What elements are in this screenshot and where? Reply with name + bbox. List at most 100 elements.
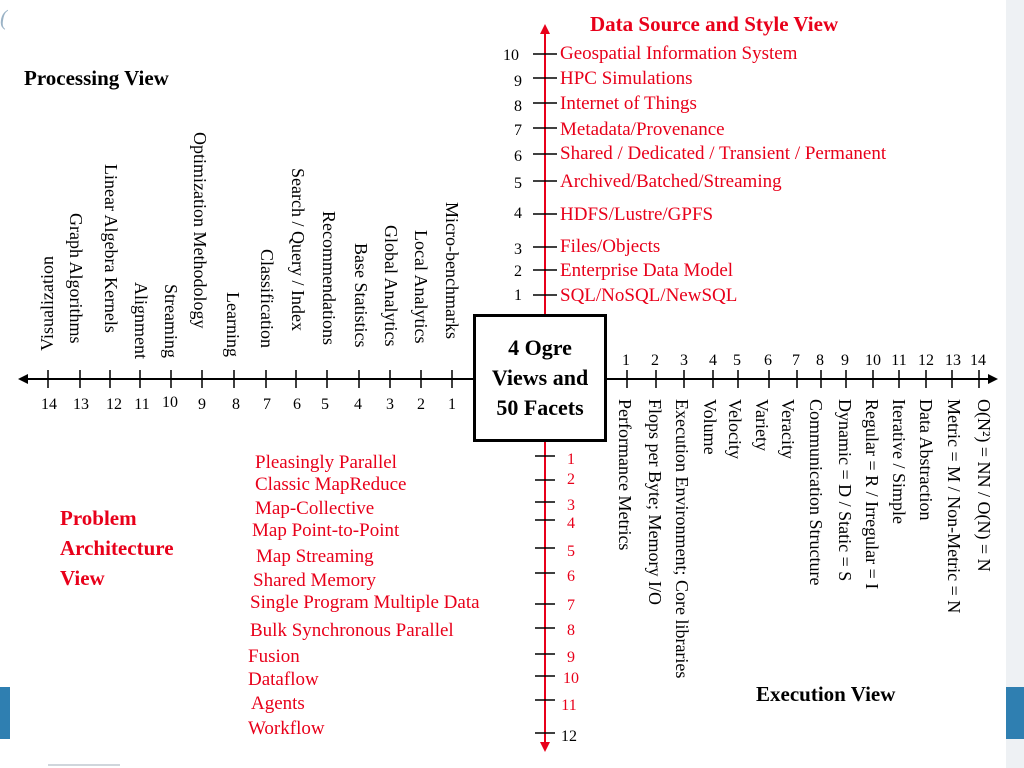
processing-item-label: Search / Query / Index: [288, 168, 308, 331]
problem-architecture-item: Classic MapReduce: [255, 474, 407, 495]
problem-architecture-heading-line1: Problem: [60, 506, 137, 530]
center-box-line3: 50 Facets: [496, 395, 584, 420]
processing-item-label: Classification: [257, 249, 277, 348]
execution-item-label: O(N²) = NN / O(N) = N: [974, 399, 994, 572]
data-source-num: 8: [514, 98, 522, 115]
data-source-item: Geospatial Information System: [560, 43, 798, 64]
problem-architecture-num: 10: [563, 670, 579, 687]
data-source-item: Internet of Things: [560, 93, 697, 114]
processing-view-heading: Processing View: [24, 66, 169, 90]
processing-num: 13: [73, 396, 89, 413]
processing-item-label: Visualization: [37, 256, 57, 351]
execution-num: 2: [651, 352, 659, 369]
execution-item-label: Volume: [700, 399, 720, 455]
problem-architecture-num: 4: [567, 515, 575, 532]
problem-architecture-num: 3: [567, 497, 575, 514]
problem-architecture-num: 2: [567, 471, 575, 488]
problem-architecture-item: Single Program Multiple Data: [250, 592, 480, 613]
data-source-item: HDFS/Lustre/GPFS: [560, 204, 714, 225]
execution-num: 13: [945, 352, 961, 369]
problem-architecture-item: Map Point-to-Point: [252, 520, 400, 541]
processing-item-label: Alignment: [131, 282, 151, 359]
data-source-item: Archived/Batched/Streaming: [560, 171, 782, 192]
problem-architecture-item: Map Streaming: [256, 546, 374, 567]
data-source-num: 1: [514, 287, 522, 304]
slide-footer-bar-right: [1006, 687, 1024, 739]
data-source-item: Shared / Dedicated / Transient / Permane…: [560, 143, 887, 164]
processing-num: 10: [162, 394, 178, 411]
execution-item-label: Execution Environment; Core libraries: [672, 399, 692, 679]
problem-architecture-item: Bulk Synchronous Parallel: [250, 620, 454, 641]
data-source-item: Metadata/Provenance: [560, 119, 725, 140]
data-source-num: 3: [514, 241, 522, 258]
processing-num: 14: [41, 396, 57, 413]
problem-architecture-heading-line3: View: [60, 566, 105, 590]
execution-item-label: Velocity: [725, 399, 745, 459]
processing-num: 2: [417, 396, 425, 413]
execution-num: 5: [733, 352, 741, 369]
execution-item-label: Performance Metrics: [615, 399, 635, 551]
problem-architecture-num: 8: [567, 622, 575, 639]
center-box: 4 Ogre Views and 50 Facets: [473, 314, 607, 442]
data-source-item: Enterprise Data Model: [560, 260, 734, 281]
execution-num: 9: [841, 352, 849, 369]
slide-bottom-rule: [48, 764, 120, 766]
problem-architecture-item: Map-Collective: [255, 498, 375, 519]
processing-item-label: Local Analytics: [411, 230, 431, 344]
center-box-line1: 4 Ogre: [508, 335, 572, 360]
execution-num: 8: [816, 352, 824, 369]
processing-num: 5: [321, 396, 329, 413]
problem-architecture-item: Workflow: [248, 718, 325, 739]
execution-num: 1: [622, 352, 630, 369]
processing-num: 6: [293, 396, 301, 413]
execution-item-label: Communication Structure: [806, 399, 826, 586]
processing-num: 8: [232, 396, 240, 413]
execution-item-label: Dynamic = D / Static = S: [835, 399, 855, 582]
processing-num: 3: [386, 396, 394, 413]
processing-item-label: Learning: [223, 292, 243, 357]
problem-architecture-item: Shared Memory: [253, 570, 376, 591]
problem-architecture-num: 6: [567, 568, 575, 585]
problem-architecture-item: Dataflow: [248, 669, 319, 690]
problem-architecture-num: 11: [561, 697, 577, 714]
data-source-num: 2: [514, 263, 522, 280]
execution-num: 14: [970, 352, 986, 369]
data-source-view-heading: Data Source and Style View: [590, 12, 839, 36]
execution-item-label: Data Abstraction: [916, 399, 936, 521]
problem-architecture-num: 7: [567, 597, 575, 614]
data-source-num: 4: [514, 205, 522, 222]
problem-architecture-num: 12: [561, 728, 577, 745]
data-source-item: Files/Objects: [560, 236, 661, 257]
data-source-item: HPC Simulations: [560, 68, 693, 89]
data-source-num: 5: [514, 175, 522, 192]
execution-view-heading: Execution View: [756, 682, 896, 706]
processing-item-label: Streaming: [161, 284, 181, 358]
slide-corner-glyph: (: [0, 6, 8, 30]
center-box-line2: Views and: [491, 365, 589, 390]
execution-item-label: Iterative / Simple: [889, 399, 909, 524]
execution-item-label: Veracity: [778, 399, 798, 459]
processing-item-label: Graph Algorithms: [66, 213, 86, 344]
data-source-num: 10: [503, 47, 519, 64]
problem-architecture-num: 1: [567, 451, 575, 468]
execution-num: 12: [918, 352, 934, 369]
execution-num: 6: [764, 352, 772, 369]
processing-item-label: Optimization Methodology: [190, 132, 210, 329]
processing-num: 7: [263, 396, 271, 413]
processing-num: 1: [448, 396, 456, 413]
problem-architecture-item: Pleasingly Parallel: [255, 452, 397, 473]
execution-num: 3: [680, 352, 688, 369]
processing-item-label: Micro-benchmarks: [442, 202, 462, 339]
execution-num: 10: [865, 352, 881, 369]
execution-num: 4: [709, 352, 717, 369]
processing-num: 12: [106, 396, 122, 413]
problem-architecture-item: Agents: [251, 693, 305, 714]
execution-num: 11: [891, 352, 907, 369]
processing-num: 4: [354, 396, 362, 413]
execution-num: 7: [792, 352, 800, 369]
data-source-num: 9: [514, 73, 522, 90]
execution-item-label: Flops per Byte; Memory I/O: [645, 399, 665, 605]
data-source-num: 6: [514, 148, 522, 165]
processing-item-label: Linear Algebra Kernels: [101, 164, 121, 333]
